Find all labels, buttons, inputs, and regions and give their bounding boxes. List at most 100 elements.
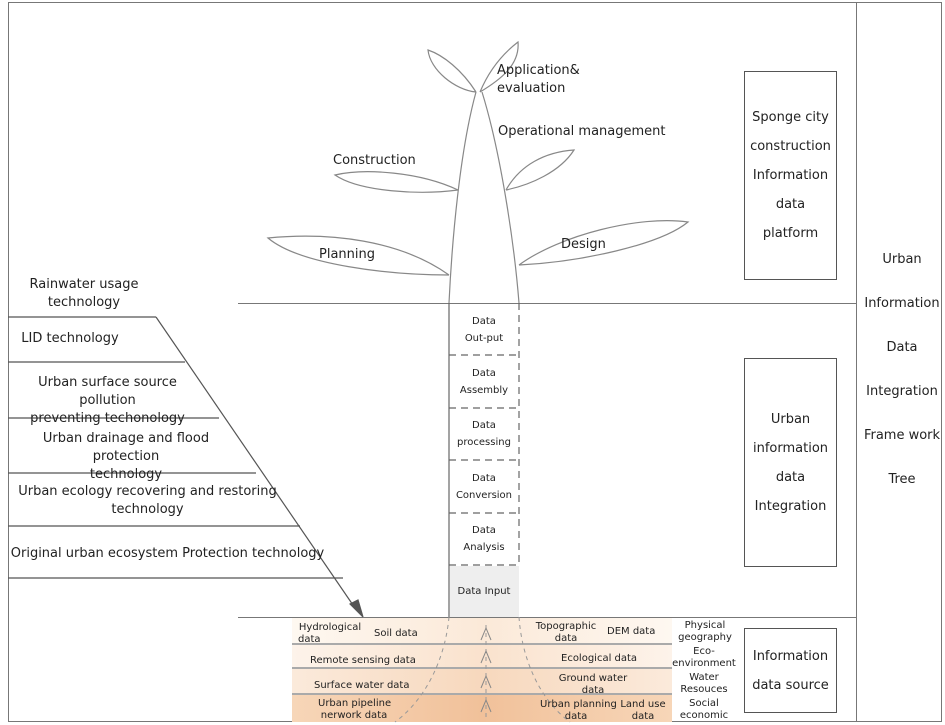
category-line: Social xyxy=(689,698,719,709)
stage-line: Analysis xyxy=(463,542,505,553)
category-line: economic xyxy=(679,710,729,721)
side-title: Urban Information Data Integration Frame… xyxy=(862,238,942,502)
source-land-use: Land use data xyxy=(620,699,666,723)
tech-line: Urban ecology recovering and restoring xyxy=(18,484,277,499)
band-water xyxy=(292,669,672,693)
stage-output: Data Out-put xyxy=(449,313,519,347)
side-title-line: Urban xyxy=(882,252,922,267)
source-box: Information data source xyxy=(744,628,837,713)
side-title-line: Information xyxy=(864,296,940,311)
stage-line: Data xyxy=(472,368,496,379)
data-input-fill xyxy=(450,566,519,617)
platform-line: data xyxy=(775,197,806,212)
source-box-line: Information xyxy=(752,648,829,664)
stage-line: Out-put xyxy=(464,333,504,344)
source-soil: Soil data xyxy=(374,628,418,639)
tech-line: Urban surface source pollution xyxy=(38,375,177,408)
tech-line: technology xyxy=(111,502,184,517)
tech-line: preventing techonology xyxy=(30,411,185,426)
source-line: Topographic xyxy=(535,621,597,632)
category-line: Eco- xyxy=(693,646,715,657)
side-title-line: Integration xyxy=(866,384,938,399)
right-divider xyxy=(856,2,857,722)
tech-line: Urban drainage and flood protection xyxy=(42,431,210,464)
source-pipeline: Urban pipeline nerwork data xyxy=(318,698,391,722)
stage-input: Data Input xyxy=(449,583,519,600)
integration-line: Integration xyxy=(754,498,827,514)
category-eco: Eco- environment xyxy=(672,646,736,670)
tech-pollution: Urban surface source pollution preventin… xyxy=(10,374,205,428)
leaf-label-line: evaluation xyxy=(497,81,566,96)
source-line: data xyxy=(631,711,655,722)
source-bands xyxy=(292,618,672,722)
side-title-line: Data xyxy=(886,340,918,355)
category-line: geography xyxy=(678,632,732,643)
category-physical: Physical geography xyxy=(676,620,734,644)
platform-line: construction xyxy=(750,139,831,154)
source-line: data xyxy=(564,711,588,722)
tech-line: Rainwater usage xyxy=(29,277,139,292)
tech-arrowhead xyxy=(348,599,364,618)
stage-line: Assembly xyxy=(459,385,509,396)
source-line: nerwork data xyxy=(320,710,388,721)
tech-lid: LID technology xyxy=(10,330,130,348)
category-line: Physical xyxy=(684,620,726,631)
source-dem: DEM data xyxy=(607,626,656,637)
leaf-label-design: Design xyxy=(561,237,606,252)
category-social: Social economic xyxy=(676,698,732,722)
root-right xyxy=(518,616,571,723)
integration-line: information xyxy=(752,440,829,456)
leaf-application-left xyxy=(427,49,477,93)
band-eco xyxy=(292,645,672,667)
leaf-planning xyxy=(266,235,450,276)
stage-conversion: Data Conversion xyxy=(449,470,519,504)
stage-processing: Data processing xyxy=(449,417,519,451)
side-title-line: Tree xyxy=(888,472,916,487)
source-surface-water: Surface water data xyxy=(314,680,410,691)
source-line: data xyxy=(298,634,321,645)
source-line: data xyxy=(581,685,605,696)
integration-box: Urban information data Integration xyxy=(744,358,837,567)
tech-line: technology xyxy=(89,467,163,482)
source-ground-water: Ground water data xyxy=(558,673,628,697)
stage-assembly: Data Assembly xyxy=(449,365,519,399)
stage-line: Data xyxy=(472,420,496,431)
category-line: environment xyxy=(672,658,736,669)
root-arrow xyxy=(480,698,492,713)
source-ecological: Ecological data xyxy=(561,653,638,664)
stem-right xyxy=(481,91,520,304)
tech-line: Original urban ecosystem Protection tech… xyxy=(10,546,325,561)
tech-ecology: Urban ecology recovering and restoring t… xyxy=(10,483,285,519)
stage-line: Data xyxy=(472,316,496,327)
source-line: data xyxy=(554,633,578,644)
source-urban-planning: Urban planning data xyxy=(540,699,617,723)
stage-line: Data Input xyxy=(457,586,511,597)
leaf-application-right xyxy=(479,40,519,93)
stage-line: Data xyxy=(472,525,496,536)
source-line: Urban planning xyxy=(540,699,617,710)
side-title-line: Frame work xyxy=(863,428,941,443)
root-arrow xyxy=(480,649,492,664)
integration-line: data xyxy=(775,469,806,485)
source-remote: Remote sensing data xyxy=(310,655,416,666)
tech-drainage: Urban drainage and flood protection tech… xyxy=(10,430,242,484)
leaf-label-operational: Operational management xyxy=(498,124,666,139)
leaf-design xyxy=(518,220,690,266)
category-water: Water Resouces xyxy=(676,672,732,696)
platform-line: Information xyxy=(752,168,829,183)
leaf-label-construction: Construction xyxy=(333,153,416,168)
source-hydrological: Hydrological data xyxy=(298,622,362,646)
root-arrow xyxy=(480,674,492,689)
root-arrow xyxy=(480,626,492,641)
leaf-label-application: Application& evaluation xyxy=(497,62,580,98)
stage-line: Conversion xyxy=(455,490,513,501)
stage-analysis: Data Analysis xyxy=(449,522,519,556)
leaf-construction xyxy=(333,171,459,193)
tech-diagonal xyxy=(155,316,356,609)
tech-line: technology xyxy=(47,295,121,310)
tech-line: LID technology xyxy=(21,331,119,346)
tech-ecosystem: Original urban ecosystem Protection tech… xyxy=(10,545,325,563)
leaf-label-line: Application& xyxy=(497,63,580,78)
category-line: Water xyxy=(689,672,719,683)
